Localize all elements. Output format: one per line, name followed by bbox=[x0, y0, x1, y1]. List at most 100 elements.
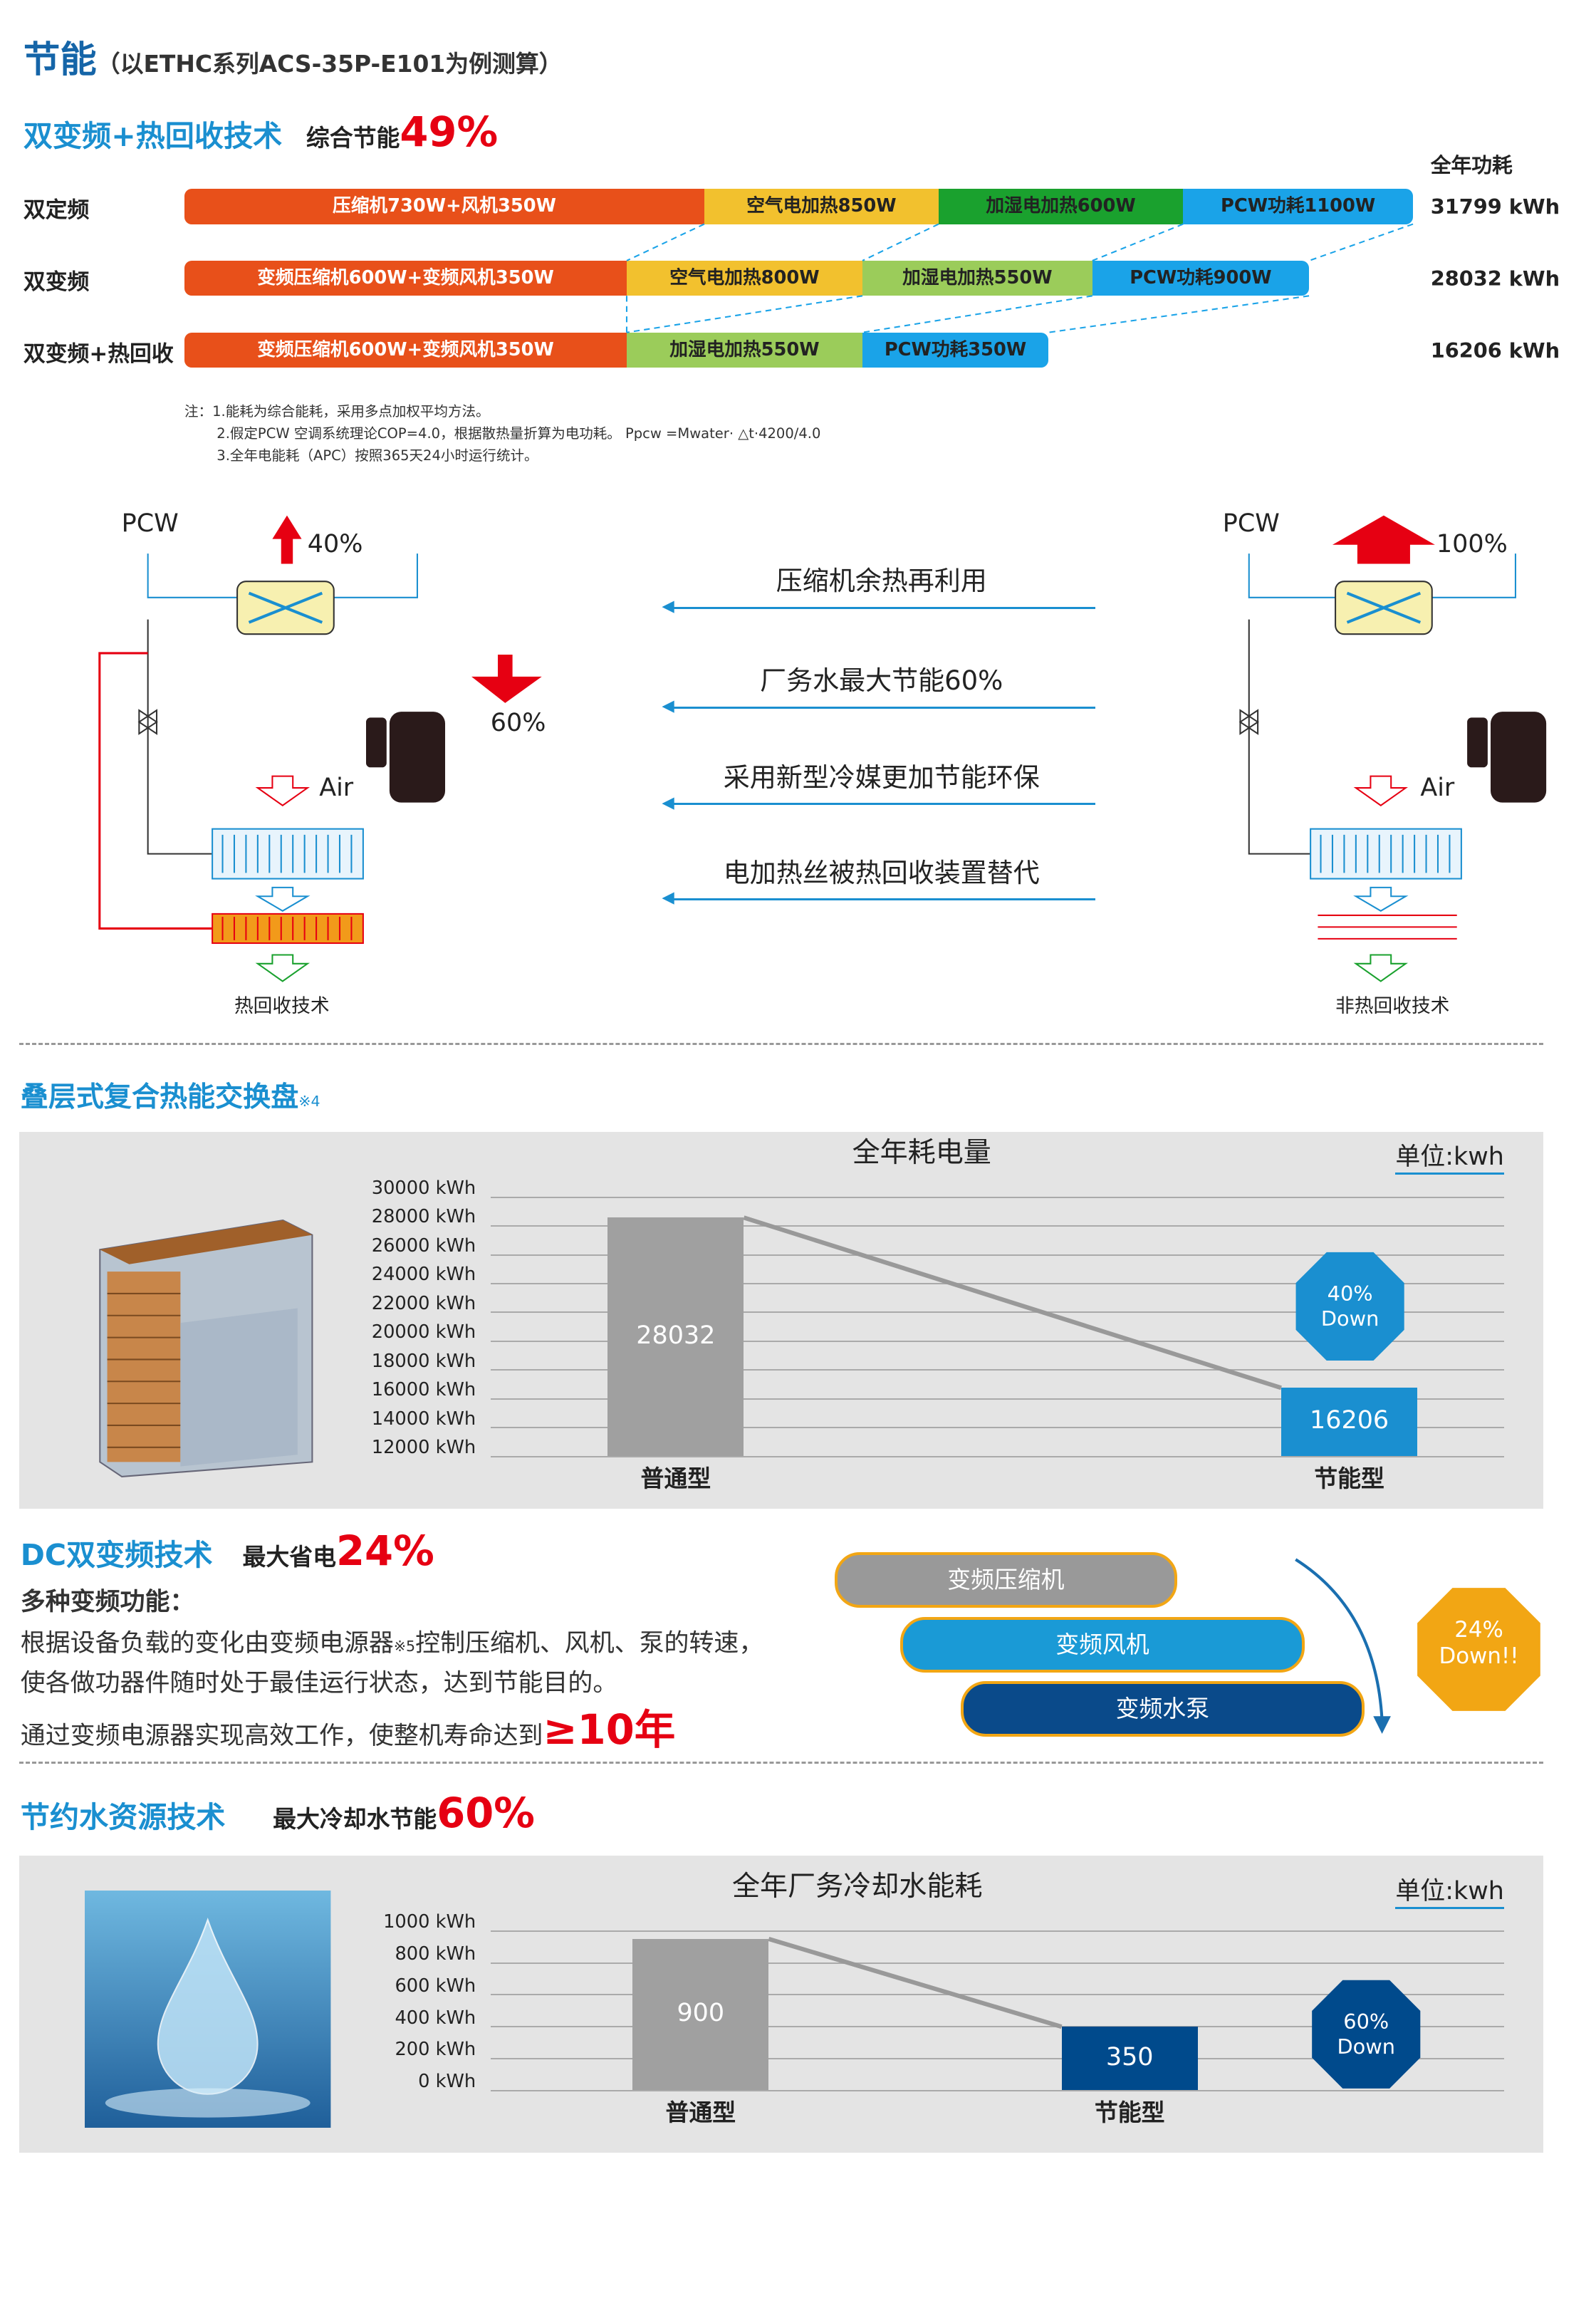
feature-item: 采用新型冷媒更加节能环保 ◀ bbox=[662, 756, 1095, 812]
annual-kwh: 16206 kWh bbox=[1430, 338, 1560, 363]
text: 控制压缩机、风机、泵的转速， bbox=[415, 1629, 764, 1658]
y-tick-label: 30000 kWh bbox=[371, 1177, 476, 1200]
row-label: 双定频 bbox=[23, 197, 90, 224]
refrigerant-circuit-icon bbox=[98, 515, 542, 982]
pill-inverter-pump: 变频水泵 bbox=[960, 1681, 1365, 1737]
arrow-left-icon: ◀ bbox=[662, 696, 674, 715]
dual-section-heading: 双变频+热回收技术 综合节能49% bbox=[24, 108, 498, 156]
header: 节能（以ETHC系列ACS-35P-E101为例测算） bbox=[24, 29, 563, 83]
y-tick-label: 12000 kWh bbox=[371, 1436, 476, 1458]
saving-label: 最大冷却水节能 bbox=[273, 1805, 437, 1834]
unit-label: 单位:kwh bbox=[1395, 1871, 1504, 1909]
y-tick-label: 22000 kWh bbox=[371, 1292, 476, 1314]
water-section-heading: 节约水资源技术 最大冷却水节能60% bbox=[21, 1789, 535, 1837]
y-tick-label: 14000 kWh bbox=[371, 1408, 476, 1430]
feature-item: 压缩机余热再利用 ◀ bbox=[662, 559, 1095, 615]
footnote-mark: ※4 bbox=[298, 1093, 320, 1111]
bar-segment: 空气电加热850W bbox=[704, 189, 939, 224]
gridline bbox=[490, 2089, 1504, 2091]
bar-segment: 压缩机730W+风机350W bbox=[184, 189, 704, 224]
y-tick-label: 200 kWh bbox=[395, 2039, 476, 2061]
dc-line-2: 使各做功器件随时处于最佳运行状态，达到节能目的。 bbox=[20, 1668, 618, 1697]
y-tick-label: 600 kWh bbox=[395, 1975, 476, 1997]
footnote-mark: ※5 bbox=[393, 1638, 416, 1655]
feature-text: 采用新型冷媒更加节能环保 bbox=[723, 761, 1040, 793]
section-title: 节约水资源技术 bbox=[20, 1800, 226, 1835]
y-tick-label: 1000 kWh bbox=[383, 1911, 476, 1933]
saving-label: 最大省电 bbox=[242, 1543, 336, 1571]
bar-segment: 空气电加热800W bbox=[626, 260, 862, 296]
arrow-left-icon: ◀ bbox=[662, 888, 674, 908]
y-tick-label: 18000 kWh bbox=[371, 1350, 476, 1372]
arrow-left-icon: ◀ bbox=[662, 597, 674, 616]
bar-value-label: 28032 bbox=[636, 1321, 716, 1350]
gridline bbox=[490, 2058, 1504, 2060]
x-category-label: 节能型 bbox=[1314, 1464, 1384, 1492]
y-tick-label: 16000 kWh bbox=[371, 1379, 476, 1401]
water-drop-image bbox=[85, 1891, 331, 2128]
x-category-label: 节能型 bbox=[1094, 2099, 1165, 2127]
badge-text: 24%Down!! bbox=[1414, 1617, 1543, 1670]
bar-segment: 变频压缩机600W+变频风机350W bbox=[184, 332, 627, 368]
divider bbox=[19, 1762, 1543, 1765]
bar bbox=[632, 1938, 769, 2090]
unit-label: 单位:kwh bbox=[1395, 1136, 1504, 1175]
section-title: DC双变频技术 bbox=[20, 1538, 213, 1573]
diagram-caption: 非热回收技术 bbox=[1335, 994, 1450, 1017]
arrow-left-icon: ◀ bbox=[662, 793, 674, 812]
annual-kwh: 31799 kWh bbox=[1430, 194, 1560, 219]
y-tick-label: 800 kWh bbox=[395, 1943, 476, 1965]
air-label: Air bbox=[1420, 773, 1455, 802]
page-title: 节能 bbox=[23, 38, 97, 82]
note-3: 3.全年电能耗（APC）按照365天24小时运行统计。 bbox=[217, 447, 538, 464]
chart-title: 全年耗电量 bbox=[852, 1137, 991, 1170]
feature-text: 厂务水最大节能60% bbox=[760, 665, 1003, 697]
feature-text: 电加热丝被热回收装置替代 bbox=[723, 857, 1040, 888]
badge-label: Down bbox=[1320, 1306, 1379, 1331]
badge-percent: 60% bbox=[1343, 2009, 1389, 2034]
bar-value-label: 900 bbox=[677, 1999, 725, 2028]
note-1: 注：1.能耗为综合能耗，采用多点加权平均方法。 bbox=[184, 403, 490, 420]
bar-segment: PCW功耗350W bbox=[862, 332, 1049, 368]
x-category-label: 普通型 bbox=[665, 2099, 736, 2127]
dc-line-1: 根据设备负载的变化由变频电源器※5控制压缩机、风机、泵的转速， bbox=[21, 1623, 763, 1659]
up-percent: 40% bbox=[307, 530, 363, 559]
air-label: Air bbox=[319, 773, 354, 802]
bar-segment: PCW功耗1100W bbox=[1183, 189, 1414, 224]
pcw-label: PCW bbox=[1222, 509, 1280, 539]
bar-value-label: 350 bbox=[1105, 2042, 1154, 2071]
gridline bbox=[490, 1455, 1504, 1457]
badge-percent: 40% bbox=[1327, 1281, 1373, 1306]
feature-item: 厂务水最大节能60% ◀ bbox=[662, 659, 1095, 715]
bar-segment: 加湿电加热550W bbox=[862, 260, 1092, 296]
text: 通过变频电源器实现高效工作，使整机寿命达到 bbox=[20, 1721, 543, 1750]
saving-value: 49% bbox=[400, 108, 499, 157]
gridline bbox=[490, 1196, 1504, 1198]
annual-power-header: 全年功耗 bbox=[1430, 152, 1513, 177]
text: 根据设备负载的变化由变频电源器 bbox=[20, 1629, 394, 1658]
x-category-label: 普通型 bbox=[640, 1464, 711, 1492]
divider bbox=[19, 1042, 1543, 1046]
y-tick-label: 0 kWh bbox=[418, 2071, 476, 2093]
badge-percent: 24% bbox=[1454, 1616, 1503, 1643]
bar-segment: 加湿电加热600W bbox=[938, 189, 1184, 224]
row-label: 双变频 bbox=[23, 269, 90, 296]
bar-connectors bbox=[625, 223, 1414, 333]
feature-text: 压缩机余热再利用 bbox=[776, 566, 987, 597]
chart-title: 全年厂务冷却水能耗 bbox=[732, 1871, 983, 1903]
octagon-badge bbox=[1417, 1587, 1540, 1711]
y-tick-label: 20000 kWh bbox=[371, 1321, 476, 1343]
bar bbox=[607, 1217, 744, 1456]
badge-label: Down!! bbox=[1439, 1643, 1519, 1669]
up-percent: 100% bbox=[1436, 530, 1508, 559]
dc-line-3: 通过变频电源器实现高效工作，使整机寿命达到≥10年 bbox=[21, 1696, 676, 1756]
stack-section-heading: 叠层式复合热能交换盘※4 bbox=[21, 1075, 320, 1115]
gridline bbox=[490, 1930, 1504, 1932]
row-label: 双变频+热回收 bbox=[23, 340, 174, 367]
heat-recovery-diagram: PCW 40% 60% Air 热回收技术 bbox=[0, 498, 556, 1025]
y-tick-label: 28000 kWh bbox=[371, 1206, 476, 1228]
pill-inverter-compressor: 变频压缩机 bbox=[834, 1552, 1177, 1608]
non-recovery-diagram: PCW 100% Air 非热回收技术 bbox=[1098, 498, 1596, 1025]
annual-kwh: 28032 kWh bbox=[1430, 266, 1560, 291]
